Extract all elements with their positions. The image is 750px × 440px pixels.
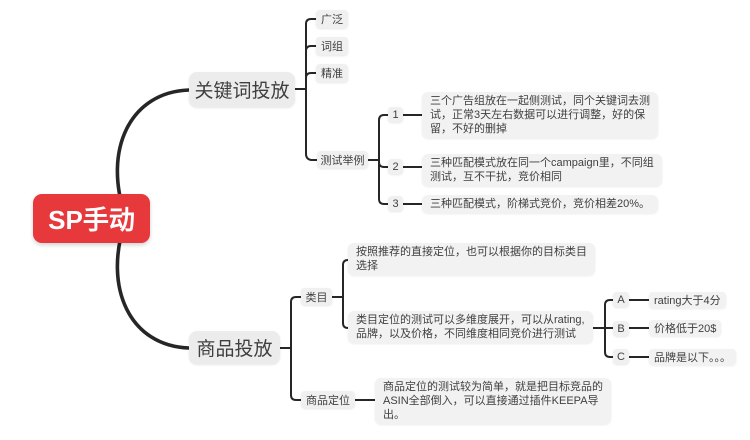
node-product-positioning[interactable]: 商品定位 <box>301 391 355 408</box>
node-match-broad[interactable]: 广泛 <box>316 10 348 28</box>
node-category[interactable]: 类目 <box>301 288 332 305</box>
node-test-example-3[interactable]: 3 <box>388 196 403 211</box>
note-category-multi-dimension[interactable]: 类目定位的测试可以多维度展开，可以从rating, 品牌，以及价格，不同维度相同… <box>348 311 593 343</box>
node-test-example-1[interactable]: 1 <box>388 107 403 122</box>
root-branch-curves <box>115 88 191 350</box>
note-dimension-c-brand[interactable]: 品牌是以下。。。 <box>649 349 736 365</box>
note-test-example-1[interactable]: 三个广告组放在一起侧测试，同个关键词去测 试，正常3天左右数据可以进行调整，好的… <box>422 92 658 138</box>
note-test-example-3[interactable]: 三种匹配模式，阶梯式竞价，竞价相差20%。 <box>422 195 659 213</box>
note-dimension-b-price[interactable]: 价格低于20$ <box>649 320 722 336</box>
node-test-examples[interactable]: 测试举例 <box>317 151 368 168</box>
node-match-exact[interactable]: 精准 <box>316 64 348 82</box>
node-match-phrase[interactable]: 词组 <box>316 37 348 55</box>
node-keyword-targeting[interactable]: 关键词投放 <box>189 72 295 107</box>
node-product-targeting[interactable]: 商品投放 <box>189 331 280 364</box>
note-dimension-a-rating[interactable]: rating大于4分 <box>649 292 726 308</box>
node-dimension-b[interactable]: B <box>613 321 629 336</box>
node-dimension-c[interactable]: C <box>613 349 629 364</box>
node-test-example-2[interactable]: 2 <box>388 159 403 174</box>
node-dimension-a[interactable]: A <box>613 292 629 307</box>
note-category-direct[interactable]: 按照推荐的直接定位，也可以根据你的目标类目 选择 <box>348 243 595 275</box>
note-product-positioning[interactable]: 商品定位的测试较为简单，就是把目标竞品的 ASIN全部倒入，可以直接通过插件KE… <box>375 378 611 424</box>
root-node-sp-manual[interactable]: SP手动 <box>33 194 150 243</box>
note-test-example-2[interactable]: 三种匹配模式放在同一个campaign里，不同组 测试，互不干扰，竞价相同 <box>422 154 662 186</box>
